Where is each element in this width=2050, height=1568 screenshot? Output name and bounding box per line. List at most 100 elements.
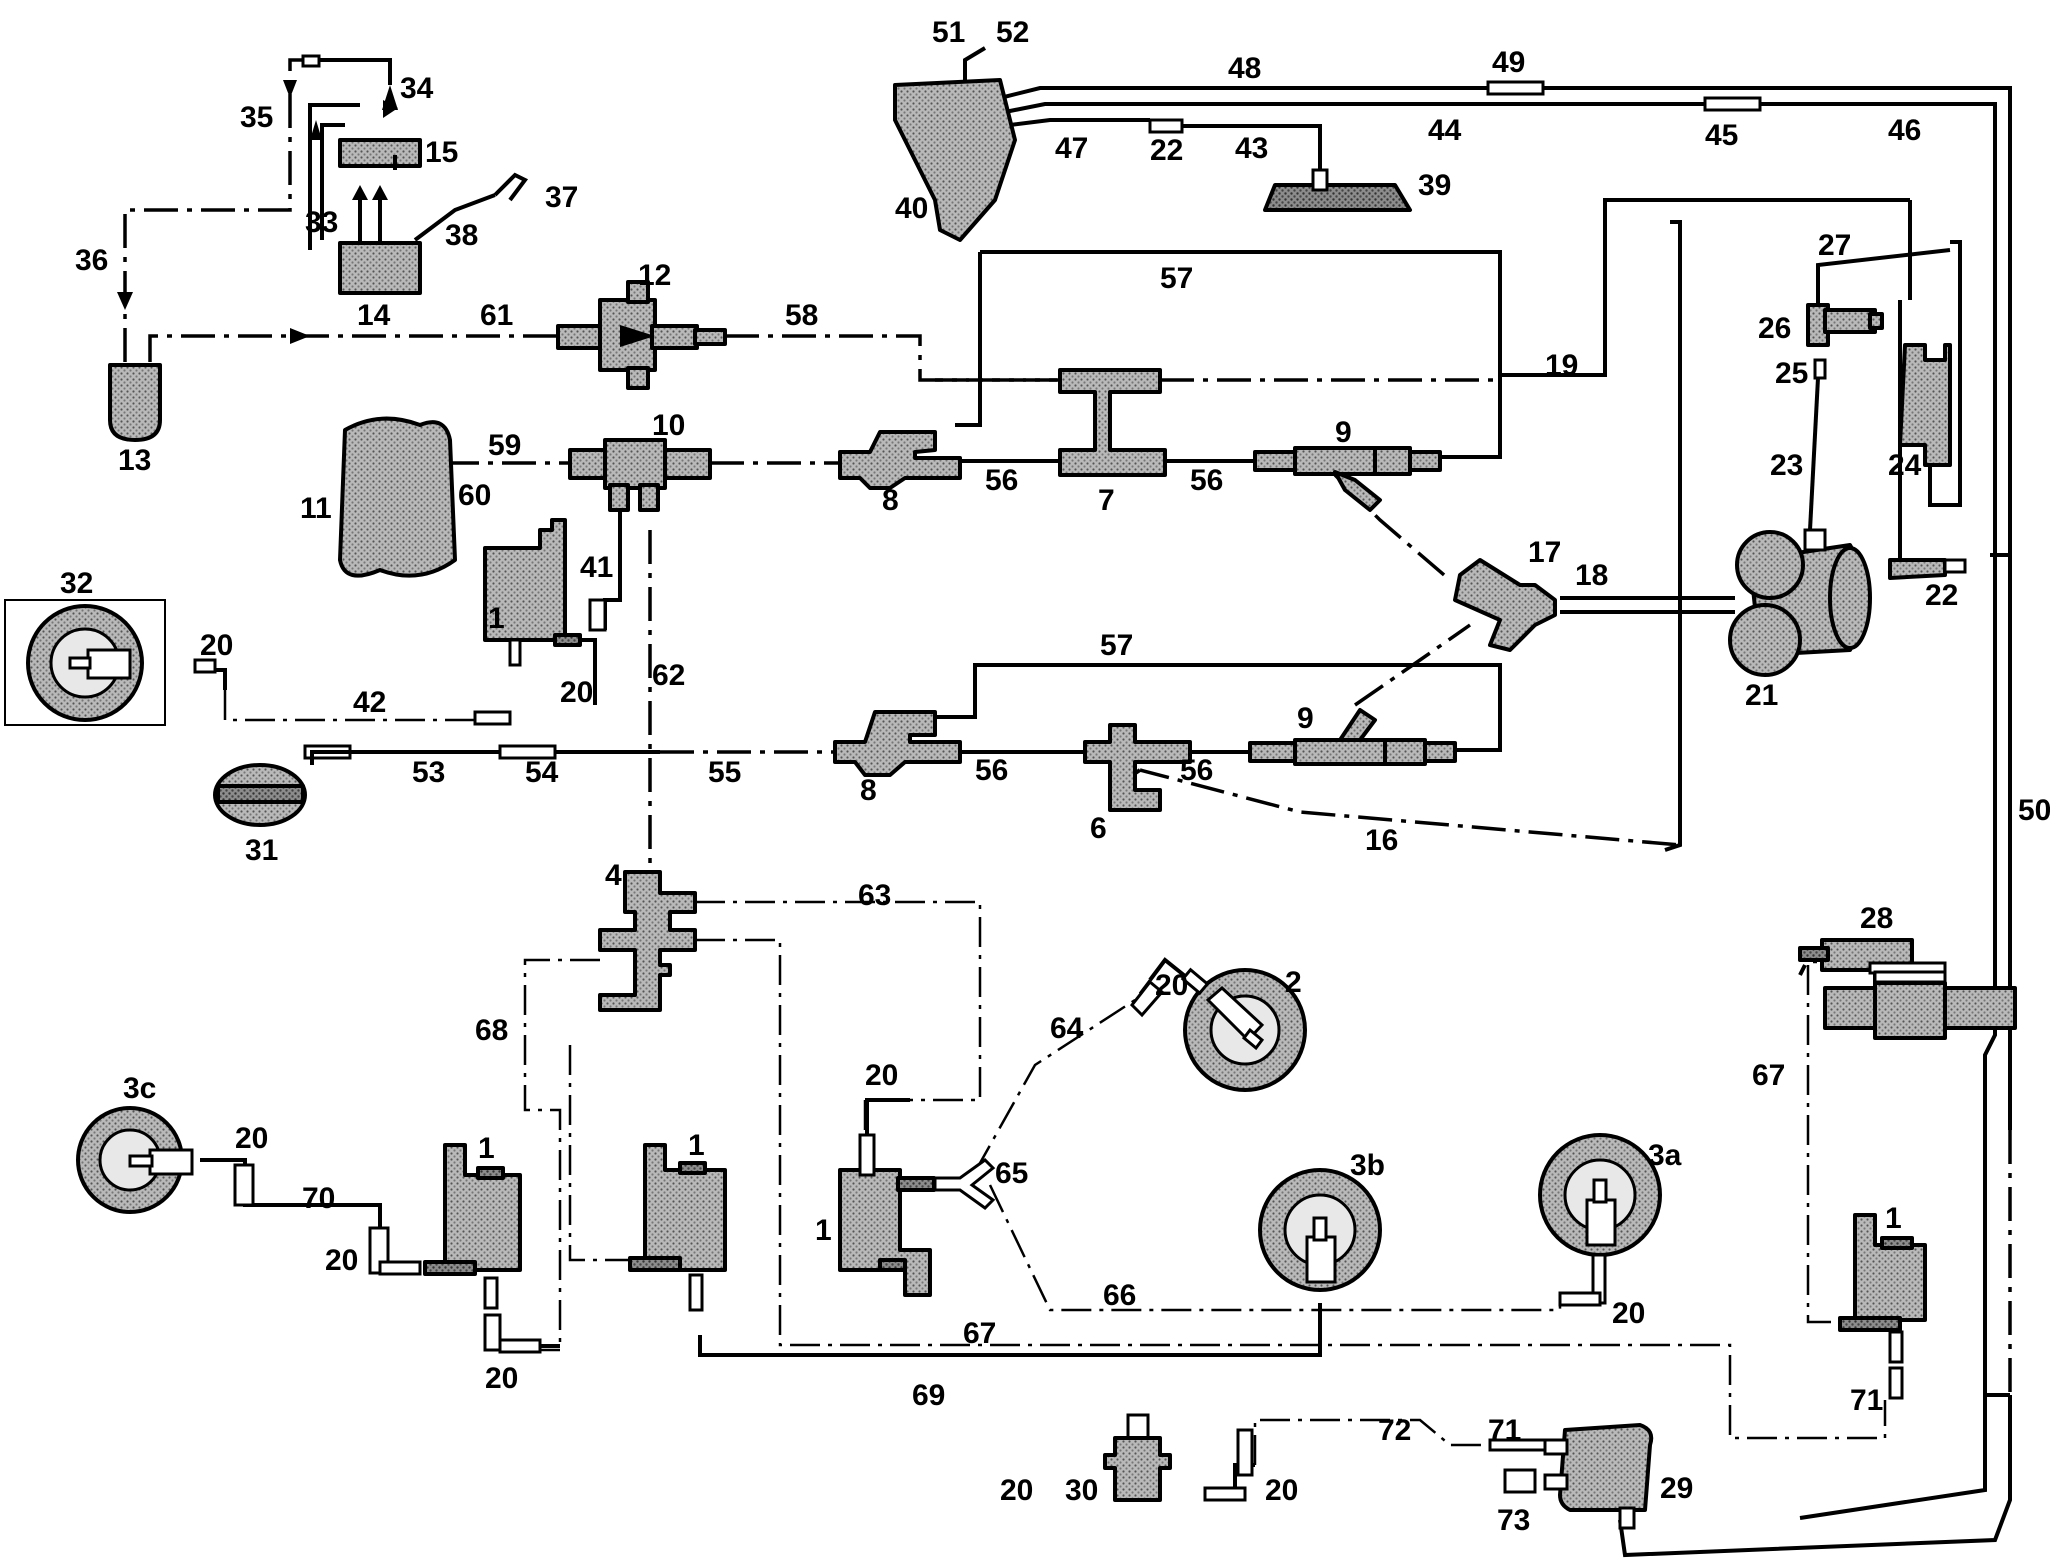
label-48: 48	[1228, 52, 1261, 85]
label-12: 12	[638, 259, 671, 292]
component-17-y-fitting	[1453, 558, 1557, 652]
label-61: 61	[480, 299, 513, 332]
label-20: 20	[485, 1362, 518, 1395]
component-1-center	[838, 1168, 932, 1297]
connector-49	[1486, 80, 1545, 96]
label-35: 35	[240, 101, 273, 134]
label-66: 66	[1103, 1279, 1136, 1312]
label-64: 64	[1050, 1012, 1084, 1045]
label-47: 47	[1055, 132, 1088, 165]
component-3a	[1538, 1133, 1662, 1257]
label-20: 20	[1155, 969, 1188, 1002]
label-19: 19	[1545, 349, 1578, 382]
label-16: 16	[1365, 824, 1398, 857]
label-22: 22	[1925, 579, 1958, 612]
component-10-tee	[568, 438, 712, 512]
label-1: 1	[1885, 1202, 1902, 1235]
label-33: 33	[305, 206, 338, 239]
label-32: 32	[60, 567, 93, 600]
label-14: 14	[357, 299, 391, 332]
label-39: 39	[1418, 169, 1451, 202]
component-6	[1083, 723, 1192, 812]
component-14	[338, 241, 422, 295]
label-60: 60	[458, 479, 491, 512]
label-8: 8	[882, 484, 899, 517]
component-2	[1183, 968, 1307, 1092]
label-50: 50	[2018, 794, 2050, 827]
component-32	[4, 599, 166, 726]
label-42: 42	[353, 686, 386, 719]
label-43: 43	[1235, 132, 1268, 165]
component-1-right	[1853, 1213, 1927, 1322]
component-15	[338, 138, 422, 168]
label-71: 71	[1488, 1414, 1521, 1447]
label-10: 10	[652, 409, 685, 442]
label-41: 41	[580, 551, 613, 584]
label-45: 45	[1705, 119, 1738, 152]
connector-22-right	[1888, 558, 1947, 580]
component-73	[1503, 1468, 1537, 1494]
label-1: 1	[478, 1132, 495, 1165]
label-1: 1	[815, 1214, 832, 1247]
component-9-upper	[1253, 446, 1442, 512]
label-20: 20	[1000, 1474, 1033, 1507]
component-11-canister	[338, 416, 457, 578]
label-9: 9	[1297, 702, 1314, 735]
label-36: 36	[75, 244, 108, 277]
label-3a: 3a	[1648, 1139, 1682, 1172]
label-24: 24	[1888, 449, 1922, 482]
label-17: 17	[1528, 536, 1561, 569]
component-8-lower	[833, 710, 962, 777]
label-11: 11	[300, 492, 332, 525]
component-40-brake-booster	[893, 78, 1017, 242]
label-20: 20	[1612, 1297, 1645, 1330]
label-2: 2	[1285, 966, 1302, 999]
label-18: 18	[1575, 559, 1608, 592]
label-26: 26	[1758, 312, 1791, 345]
label-20: 20	[235, 1122, 268, 1155]
label-25: 25	[1775, 357, 1808, 390]
label-55: 55	[708, 756, 741, 789]
label-69: 69	[912, 1379, 945, 1412]
label-20: 20	[865, 1059, 898, 1092]
label-56: 56	[1190, 464, 1223, 497]
component-21	[1728, 528, 1872, 677]
connector-45	[1703, 96, 1762, 112]
label-56: 56	[975, 754, 1008, 787]
label-71: 71	[1850, 1384, 1883, 1417]
label-8: 8	[860, 774, 877, 807]
label-6: 6	[1090, 812, 1107, 845]
label-56: 56	[1180, 754, 1213, 787]
connector-25	[1813, 358, 1827, 380]
connector-22-top	[1148, 118, 1184, 134]
component-3b	[1258, 1168, 1382, 1292]
component-29	[1558, 1423, 1654, 1512]
label-20: 20	[200, 629, 233, 662]
label-53: 53	[412, 756, 445, 789]
label-52: 52	[996, 16, 1029, 49]
label-20: 20	[560, 676, 593, 709]
component-9-lower	[1248, 708, 1457, 766]
label-49: 49	[1492, 46, 1525, 79]
component-26	[1806, 248, 1951, 347]
label-3b: 3b	[1350, 1149, 1385, 1182]
connector-71-right	[1888, 1366, 1904, 1400]
label-65: 65	[995, 1157, 1028, 1190]
label-20: 20	[1265, 1474, 1298, 1507]
component-3c	[76, 1106, 194, 1214]
label-34: 34	[400, 72, 434, 105]
label-67: 67	[1752, 1059, 1785, 1092]
label-22: 22	[1150, 134, 1183, 167]
component-7-tee	[1058, 368, 1167, 477]
label-40: 40	[895, 192, 928, 225]
connector-71-bottom	[1488, 1438, 1547, 1452]
label-51: 51	[932, 16, 965, 49]
label-62: 62	[652, 659, 685, 692]
label-73: 73	[1497, 1504, 1530, 1537]
label-21: 21	[1745, 679, 1778, 712]
label-7: 7	[1098, 484, 1115, 517]
label-68: 68	[475, 1014, 508, 1047]
connector-53	[498, 744, 557, 760]
label-28: 28	[1860, 902, 1893, 935]
